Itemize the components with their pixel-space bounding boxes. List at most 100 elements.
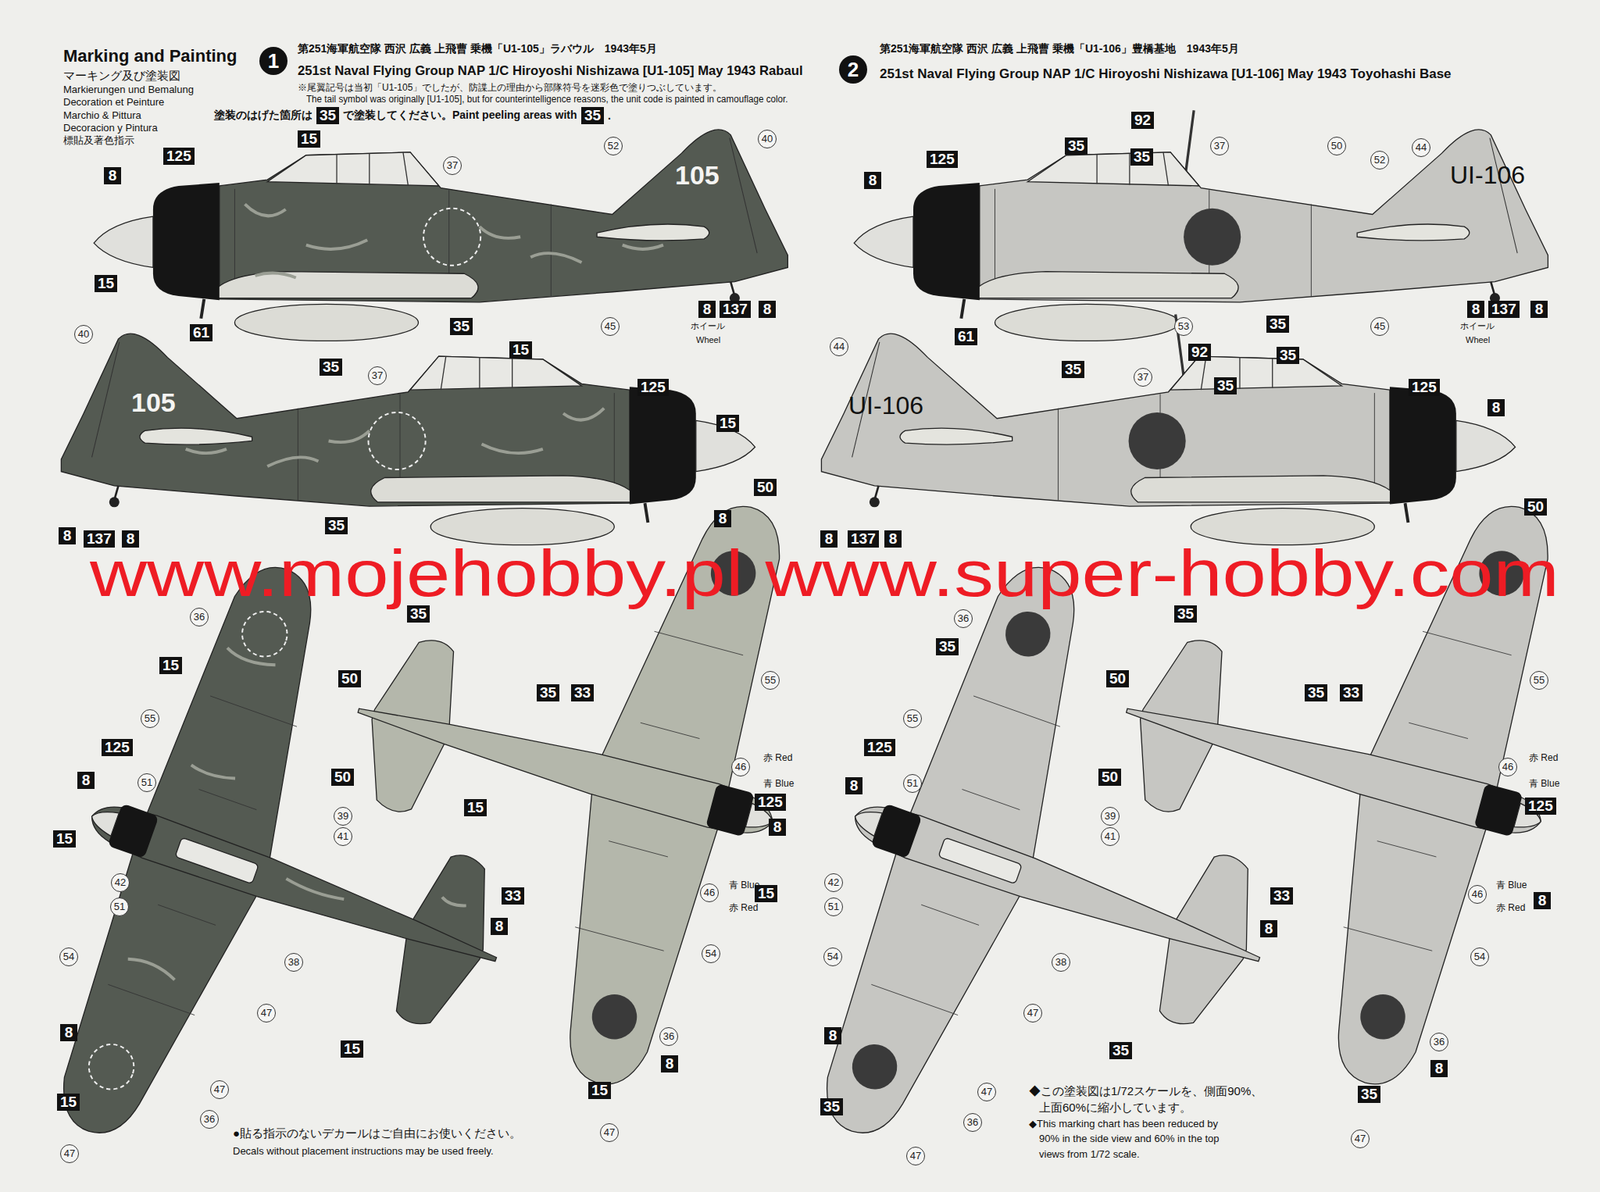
paint-callout: 137 [1488,300,1520,318]
paint-callout: 125 [1408,378,1440,397]
decal-callout: 51 [110,897,129,917]
paint-callout: 92 [1188,343,1211,361]
paint-callout: 35 [316,107,340,125]
note-text: 赤 Red [1528,751,1558,765]
note-text: ●貼る指示のないデカールはご自由にお使いください。 [232,1126,522,1142]
decal-callout: 38 [1051,953,1071,972]
paint-callout: 35 [1130,148,1154,166]
decal-callout: 36 [659,1027,679,1047]
note-text: 赤 Red [728,901,758,915]
decal-callout: 54 [701,944,721,964]
decal-callout: 50 [1327,136,1347,156]
note-text: views from 1/72 scale. [1039,1148,1140,1161]
decal-callout: 36 [1429,1032,1449,1052]
tail-code: UI-106 [1450,160,1525,190]
paint-callout: 35 [1276,346,1300,365]
paint-callout: 15 [716,414,740,433]
paint-callout: 50 [1524,498,1547,516]
decal-callout: 46 [731,757,750,777]
paint-callout: 8 [1533,892,1551,910]
decal-callout: 51 [137,773,157,793]
paint-callout: 8 [660,1055,679,1073]
decal-callout: 54 [823,947,843,967]
decal-callout: 45 [600,317,620,336]
wheel-label: ホイール [690,320,725,333]
note-text: 青 Blue [763,777,794,791]
paint-callout: 8 [1487,399,1505,417]
language-label: Markierungen und Bemalung [63,83,194,96]
paint-callout: 125 [754,793,786,811]
paint-callout: 8 [1260,920,1278,938]
paint-callout: 8 [77,771,95,790]
paint-callout: 8 [845,777,863,795]
decal-callout: 37 [442,156,462,175]
paint-callout: 35 [1061,360,1085,379]
paint-callout: 8 [864,171,882,190]
paint-callout: 8 [490,917,508,936]
heading-text: . [607,109,611,122]
tail-code: 105 [131,387,176,418]
heading-text: 塗装のはげた箇所は [214,108,313,123]
paint-callout: 50 [338,670,361,688]
note-text: 青 Blue [1528,777,1560,791]
sheet-title: Marking and Painting [63,46,237,67]
decal-callout: 55 [903,709,922,729]
paint-callout: 33 [1339,684,1363,702]
paint-callout: 33 [1270,887,1293,905]
decal-callout: 47 [1350,1129,1370,1149]
language-label: Decoration et Peinture [63,96,165,108]
paint-callout: 35 [407,605,430,623]
decal-callout: 36 [963,1113,983,1133]
paint-callout: 35 [1064,137,1088,155]
decal-callout: 41 [333,827,353,847]
decal-callout: 51 [903,774,922,793]
decal-callout: 47 [600,1123,619,1143]
paint-callout: 35 [1109,1042,1133,1060]
paint-callout: 8 [1467,300,1485,318]
paint-callout: 15 [340,1040,364,1058]
paint-callout: 15 [754,885,778,903]
paint-callout: 125 [637,378,669,397]
paint-callout: 125 [926,150,958,168]
decal-callout: 42 [110,873,130,893]
paint-callout: 35 [1357,1085,1381,1104]
paint-callout: 8 [698,300,716,318]
note-text: 上面60%に縮小しています。 [1039,1100,1192,1116]
scheme-number: 2 [839,55,868,84]
paint-callout: 92 [1131,111,1154,129]
heading-text: 251st Naval Flying Group NAP 1/C Hiroyos… [879,66,1452,83]
paint-callout: 15 [464,799,487,817]
paint-callout: 35 [450,317,473,336]
paint-callout: 137 [719,300,751,318]
paint-callout: 50 [331,768,354,786]
decal-callout: 47 [1023,1003,1043,1023]
decal-callout: 37 [367,366,387,386]
paint-callout: 35 [935,638,959,656]
wheel-label: Wheel [1465,335,1490,345]
watermark: www.mojehobby.pl www.super-hobby.com [89,535,1560,612]
decal-callout: 55 [140,709,160,729]
wheel-label: Wheel [696,335,721,345]
decal-callout: 46 [1498,757,1518,777]
note-text: 赤 Red [763,751,793,765]
decal-callout: 37 [1210,136,1229,156]
language-label: 標貼及著色指示 [63,133,135,148]
decal-callout: 39 [1100,807,1120,826]
paint-callout: 35 [1304,684,1328,702]
paint-callout: 61 [954,328,978,346]
note-text: ◆This marking chart has been reduced by [1028,1117,1218,1130]
decal-callout: 52 [603,136,623,156]
paint-callout: 50 [1106,670,1129,688]
note-text: 青 Blue [1496,878,1527,893]
decal-callout: 45 [1370,317,1390,336]
note-text: ◆この塗装図は1/72スケールを、側面90%、 [1028,1084,1263,1100]
paint-callout: 15 [509,341,533,359]
paint-callout: 8 [824,1027,842,1045]
decal-callout: 53 [1174,317,1193,336]
paint-callout: 35 [1174,605,1197,623]
paint-callout: 125 [1525,797,1557,815]
paint-callout: 50 [753,478,777,497]
decal-callout: 40 [757,129,777,149]
paint-callout: 35 [820,1098,843,1116]
paint-callout: 15 [53,830,76,848]
